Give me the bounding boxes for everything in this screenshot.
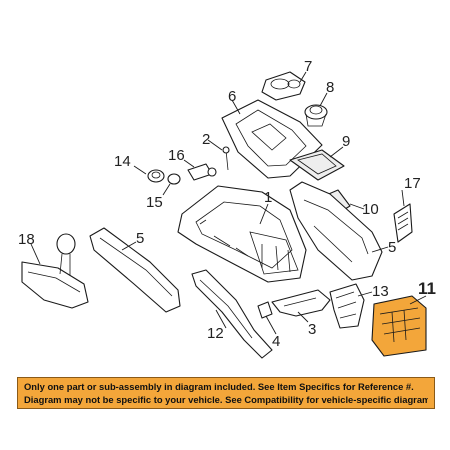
callout-12: 12 bbox=[207, 325, 224, 342]
callout-2: 2 bbox=[202, 131, 210, 148]
long-bracket bbox=[191, 269, 273, 359]
cup-ring bbox=[304, 104, 328, 127]
callout-15: 15 bbox=[146, 194, 163, 211]
callout-11: 11 bbox=[418, 279, 436, 298]
console-base bbox=[177, 185, 307, 283]
callout-17: 17 bbox=[404, 175, 421, 192]
callout-4: 4 bbox=[272, 333, 280, 350]
callout-16: 16 bbox=[168, 147, 185, 164]
storage-tray bbox=[289, 149, 345, 181]
bulb-socket bbox=[187, 163, 217, 181]
callout-18: 18 bbox=[18, 231, 35, 248]
callout-1: 1 bbox=[264, 189, 272, 206]
callout-13: 13 bbox=[372, 283, 389, 300]
cupholder-insert bbox=[261, 71, 306, 101]
callout-8: 8 bbox=[326, 79, 334, 96]
console-side-panel-left bbox=[89, 227, 181, 313]
leader-lines bbox=[30, 71, 427, 335]
small-fastener bbox=[257, 301, 273, 319]
clip-part-2 bbox=[167, 173, 181, 185]
rear-vent-highlighted bbox=[371, 295, 427, 357]
disclaimer-line-2: Diagram may not be specific to your vehi… bbox=[24, 394, 428, 405]
pin-part bbox=[222, 146, 230, 171]
disclaimer-line-1: Only one part or sub-assembly in diagram… bbox=[24, 381, 414, 392]
console-side-panel-right bbox=[289, 181, 383, 281]
callout-5-right: 5 bbox=[388, 239, 396, 256]
clip-part bbox=[147, 169, 165, 183]
callout-10: 10 bbox=[362, 201, 379, 218]
side-vent bbox=[393, 203, 413, 243]
callout-3: 3 bbox=[308, 321, 316, 338]
shift-boot bbox=[21, 233, 89, 309]
callout-5-left: 5 bbox=[136, 230, 144, 247]
callout-14: 14 bbox=[114, 153, 131, 170]
callout-7: 7 bbox=[304, 58, 312, 75]
disclaimer-box: Only one part or sub-assembly in diagram… bbox=[17, 377, 435, 409]
callout-9: 9 bbox=[342, 133, 350, 150]
mounting-bracket bbox=[271, 289, 331, 317]
callout-6: 6 bbox=[228, 88, 236, 105]
rear-panel bbox=[329, 283, 365, 329]
